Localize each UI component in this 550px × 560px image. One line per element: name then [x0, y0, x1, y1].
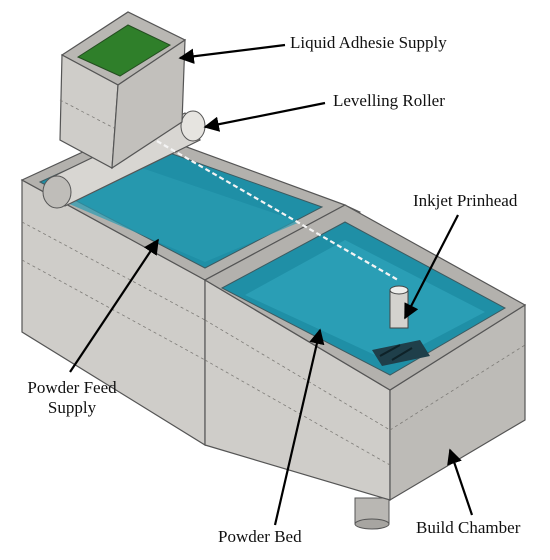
annotation-arrows — [69, 43, 474, 526]
label-liquid-adhesive-supply: Liquid Adhesie Supply — [290, 33, 447, 52]
arrow-levelling-roller — [203, 101, 326, 132]
label-powder-bed: Powder Bed — [218, 527, 302, 546]
label-powder-feed-supply: Powder Feed Supply — [12, 378, 132, 418]
arrow-powder-feed — [69, 238, 159, 373]
arrow-build-chamber — [447, 448, 474, 516]
label-build-chamber: Build Chamber — [416, 518, 521, 537]
arrow-inkjet-printhead — [404, 214, 459, 320]
arrow-liquid-adhesive — [178, 43, 286, 64]
arrow-powder-bed — [273, 328, 325, 526]
liquid-adhesive-supply-box — [59, 11, 187, 170]
powder-feed-tank — [20, 127, 347, 447]
label-powder-feed-line2: Supply — [47, 398, 97, 417]
label-inkjet-printhead: Inkjet Prinhead — [413, 191, 518, 210]
label-levelling-roller: Levelling Roller — [333, 91, 445, 110]
label-powder-feed-line1: Powder Feed — [27, 378, 117, 397]
build-chamber-tank — [203, 204, 527, 502]
